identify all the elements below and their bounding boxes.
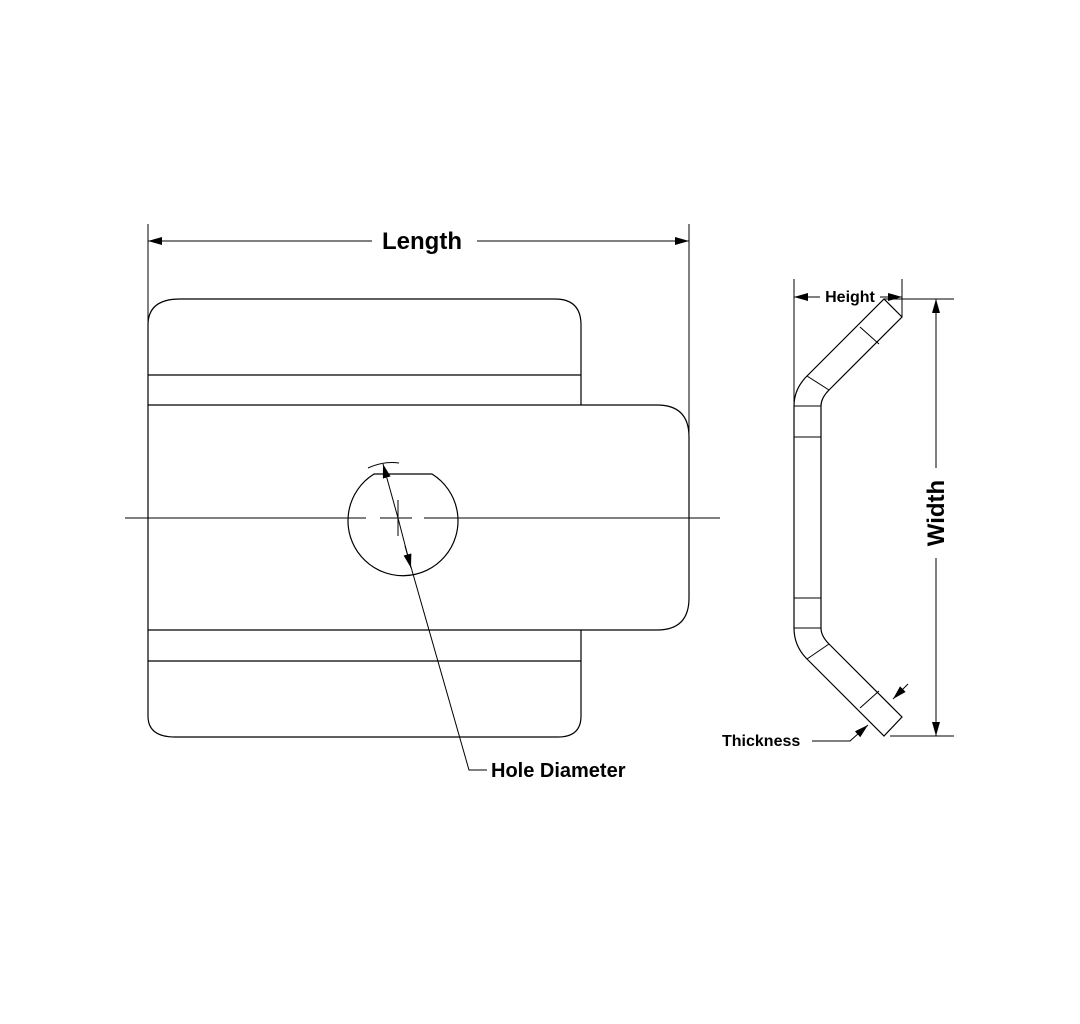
- thickness-arrow-outer: [892, 683, 909, 700]
- center-plate-outline: [147, 404, 690, 631]
- hole-diameter-leader: [404, 545, 487, 771]
- height-label: Height: [825, 289, 875, 306]
- side-bend-tick: [859, 326, 880, 345]
- hole-diameter-label: Hole Diameter: [491, 760, 626, 782]
- back-plate-outline: [147, 298, 582, 405]
- side-bend-tick: [806, 375, 830, 391]
- side-profile-outer: [793, 298, 903, 737]
- front-view: Hole Diameter Length: [125, 224, 720, 782]
- thickness-leader: [812, 724, 869, 742]
- width-label: Width: [923, 480, 950, 546]
- hole-diameter-arc: [367, 462, 400, 469]
- length-label: Length: [382, 228, 462, 255]
- side-bend-tick: [806, 643, 830, 660]
- hole-diameter-arrow: [382, 463, 399, 519]
- back-plate-outline-bottom: [147, 630, 582, 738]
- side-bend-tick: [859, 690, 880, 709]
- thickness-label: Thickness: [722, 733, 800, 750]
- hole-outline: [347, 473, 459, 577]
- side-view: Height Width Thickness: [722, 279, 954, 750]
